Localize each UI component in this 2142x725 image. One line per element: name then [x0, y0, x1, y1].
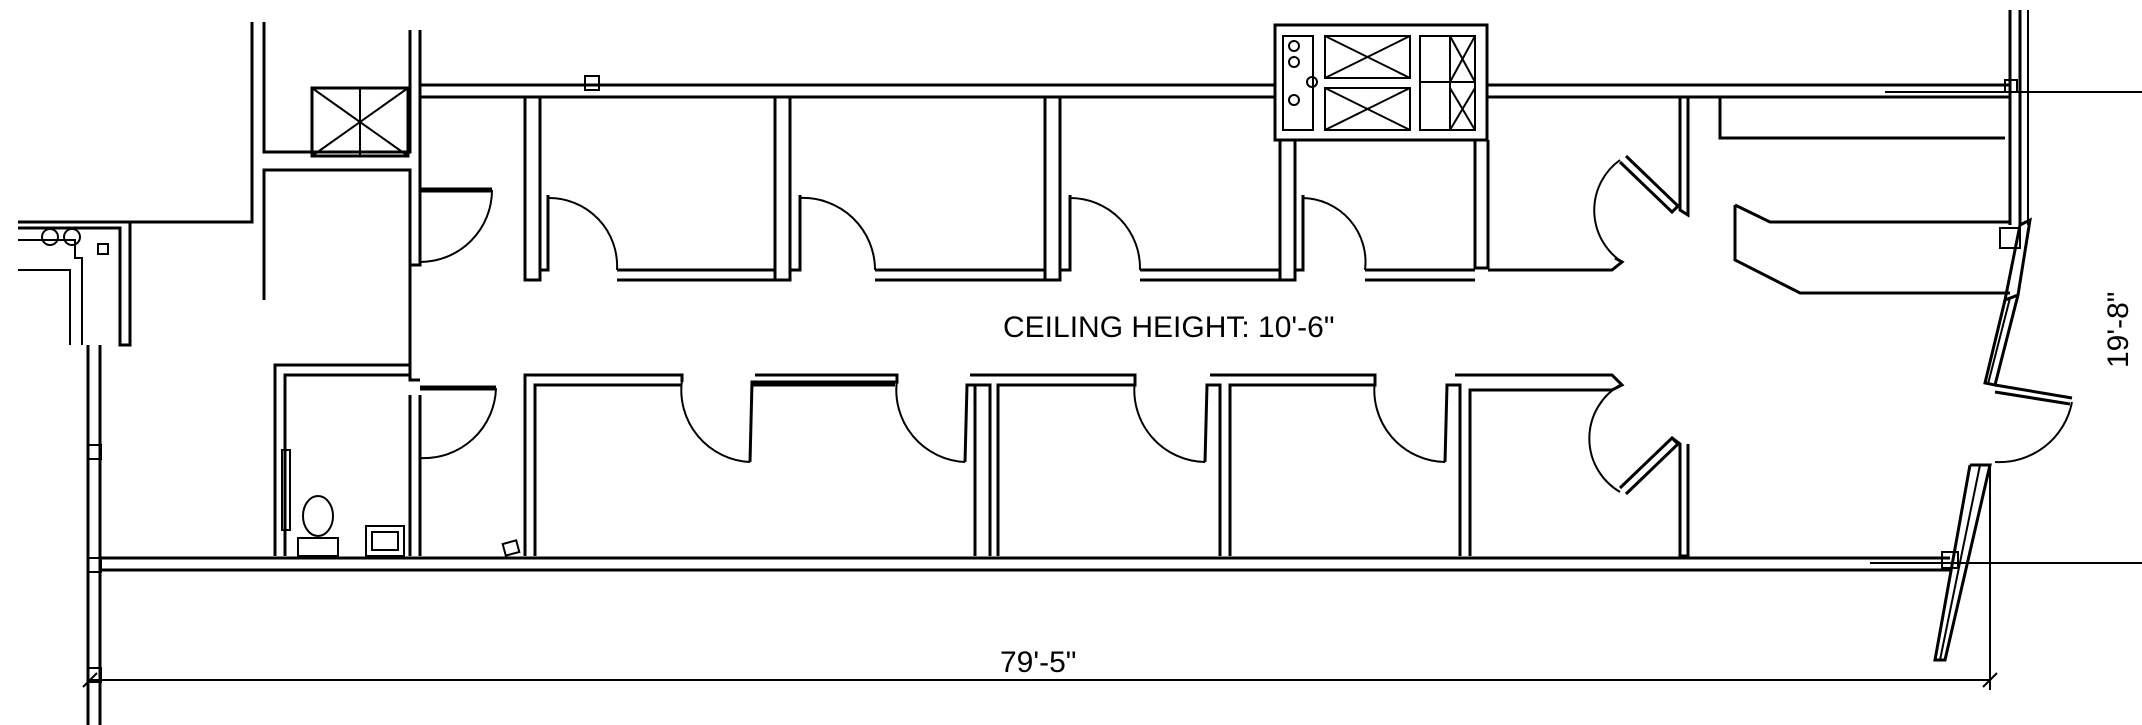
top-offices: [523, 97, 2010, 295]
restroom-area: [273, 187, 521, 557]
exterior-walls: [18, 22, 2142, 725]
mechanical-box: [1273, 23, 1489, 142]
ceiling-height-label: CEILING HEIGHT: 10'-6": [1003, 311, 1334, 344]
sink-icon: [365, 525, 405, 557]
toilet-icon: [302, 495, 334, 537]
dimensions: [82, 91, 2142, 688]
bottom-offices: [523, 373, 1690, 558]
depth-dimension-label: 19'-8": [2102, 292, 2135, 368]
curtain-wall: [1933, 10, 2073, 690]
width-dimension-label: 79'-5": [1000, 646, 1076, 679]
